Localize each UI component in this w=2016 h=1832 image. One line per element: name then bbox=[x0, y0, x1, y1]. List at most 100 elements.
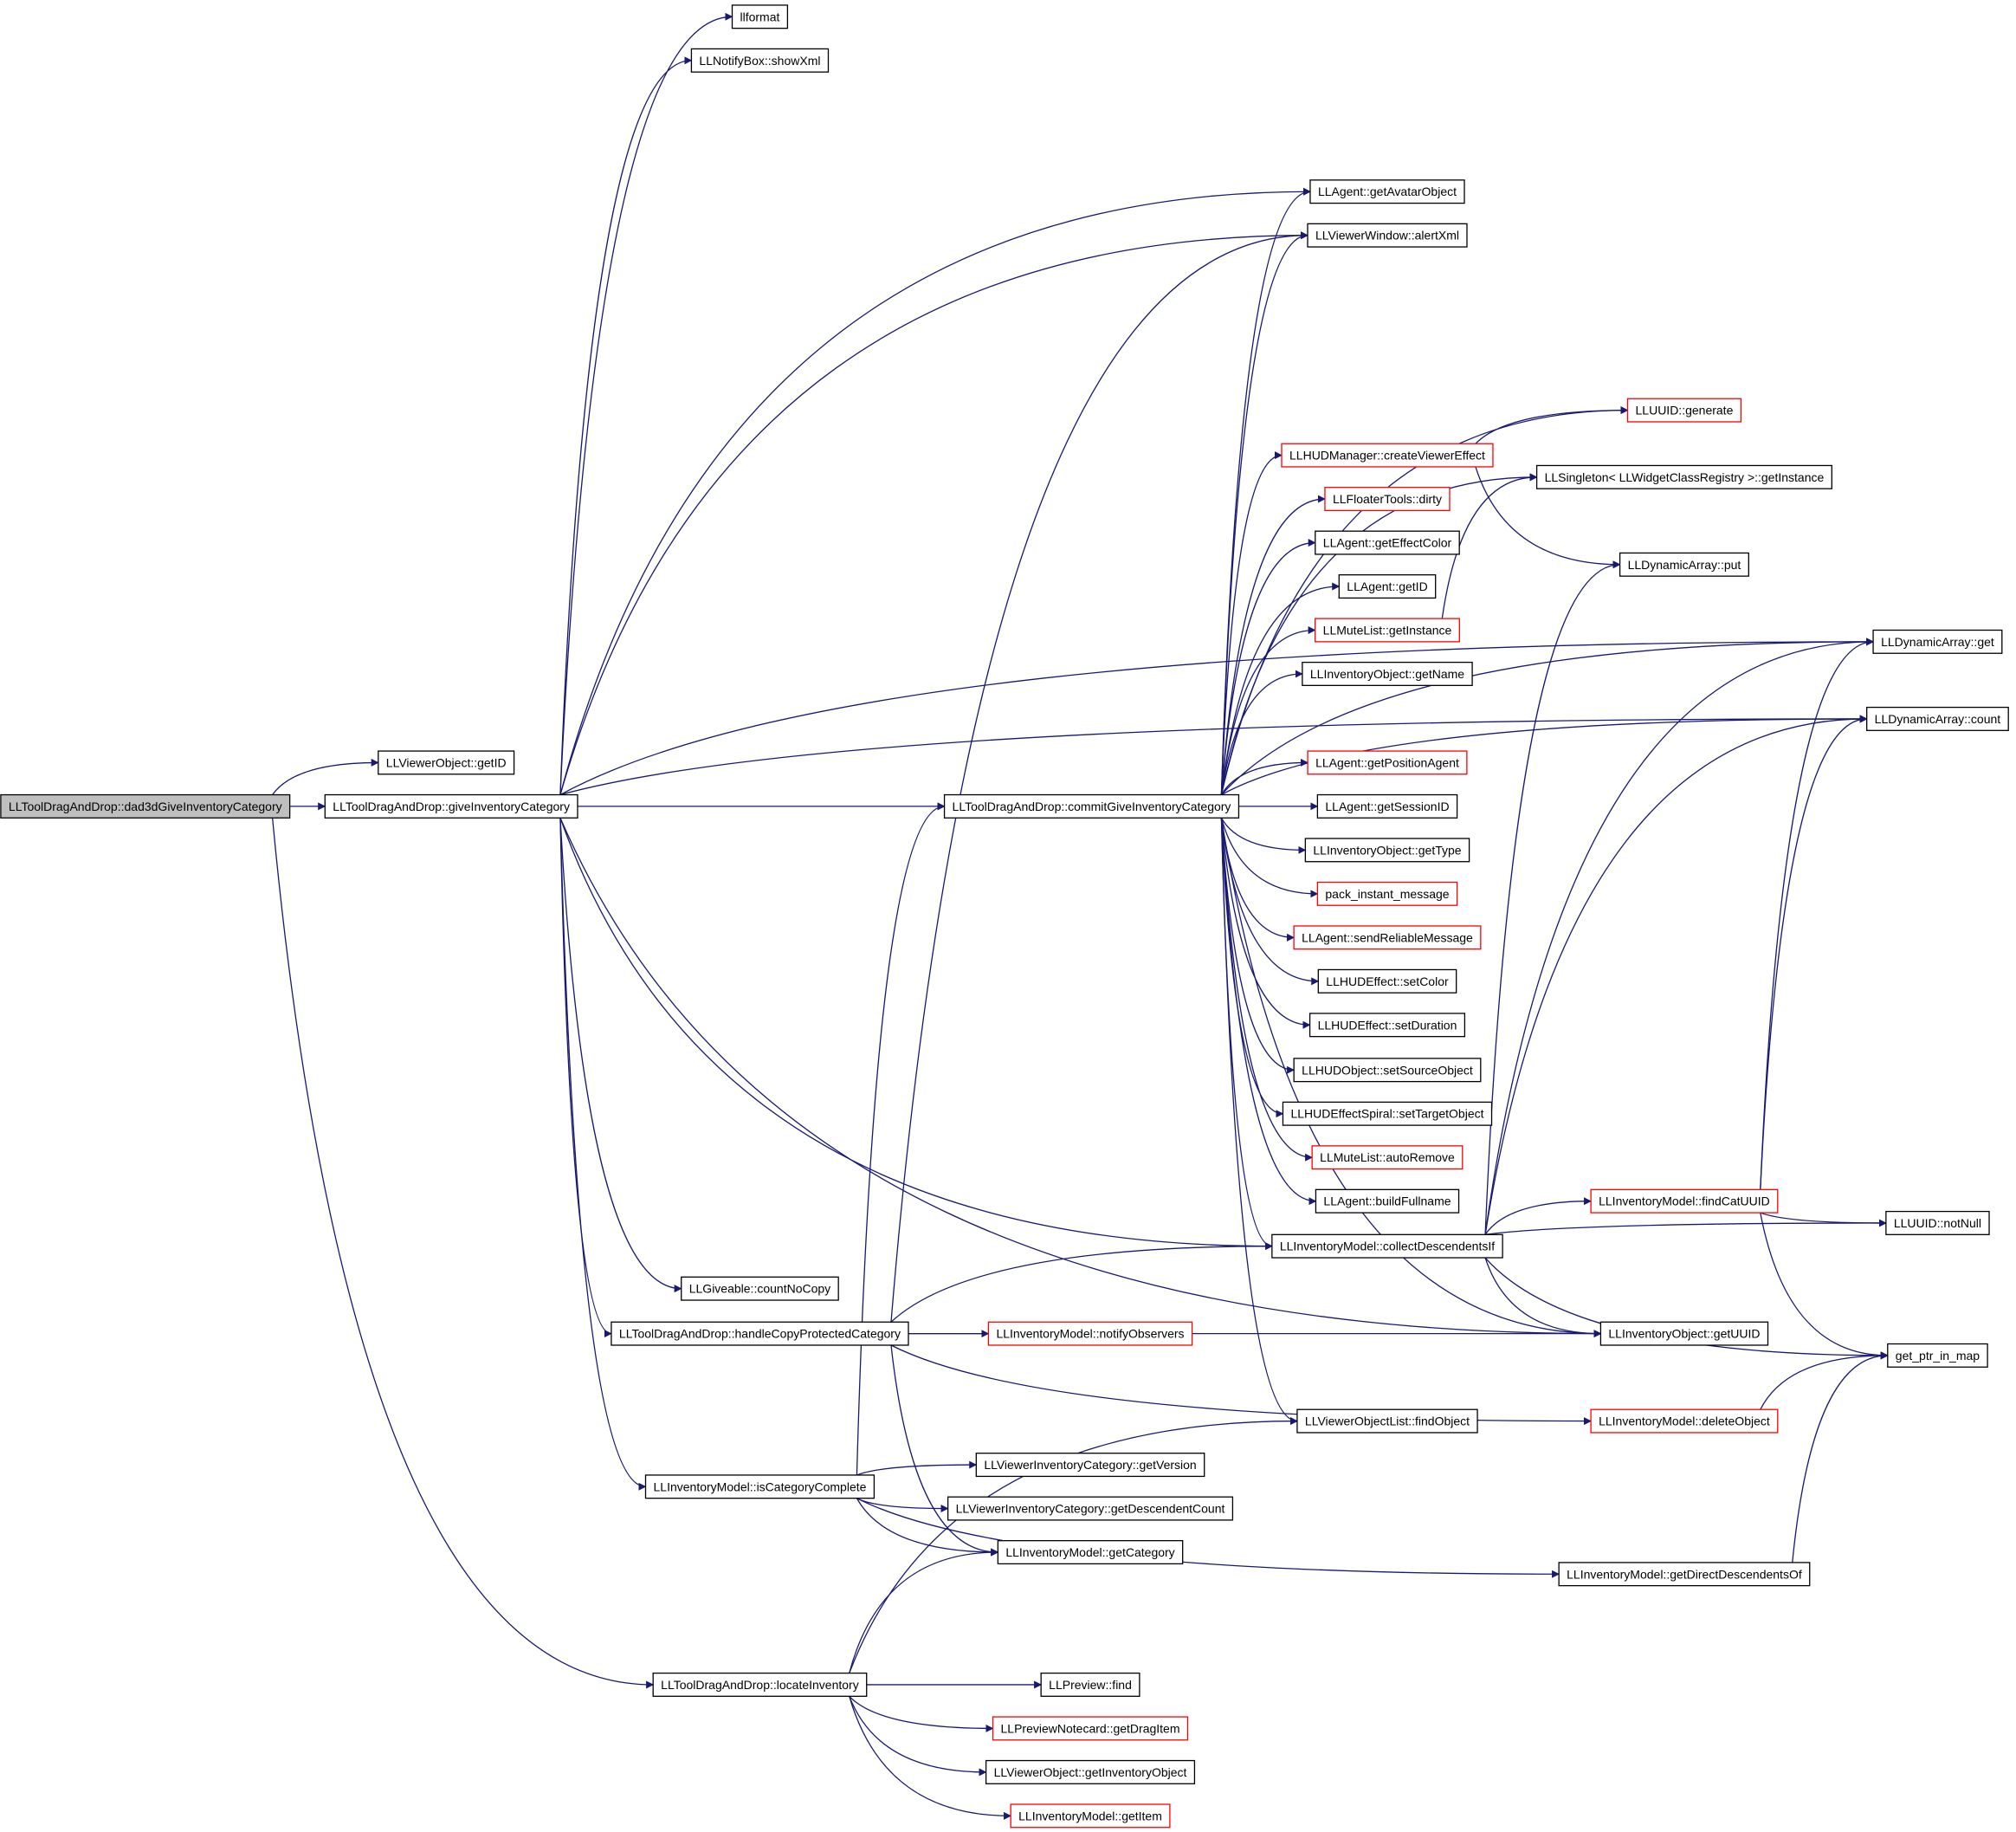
edge-give-to-notify bbox=[559, 56, 693, 795]
node-packMsg: pack_instant_message bbox=[1316, 881, 1458, 906]
node-label: LLInventoryModel::isCategoryComplete bbox=[654, 1479, 867, 1493]
node-box bbox=[644, 1474, 876, 1499]
edge-collect-to-dynPut bbox=[1484, 560, 1621, 1235]
node-label: LLInventoryModel::notifyObservers bbox=[996, 1327, 1184, 1341]
node-findObj: LLViewerObjectList::findObject bbox=[1296, 1408, 1478, 1434]
node-box bbox=[1887, 1343, 1988, 1368]
node-sendRel: LLAgent::sendReliableMessage bbox=[1293, 925, 1482, 950]
edge-give-to-llformat bbox=[559, 12, 733, 795]
edge-commit-to-muteInst bbox=[1220, 626, 1316, 795]
node-label: LLGiveable::countNoCopy bbox=[689, 1282, 830, 1296]
edge-directDesc-to-getPtr bbox=[1792, 1351, 1889, 1563]
node-label: LLDynamicArray::count bbox=[1875, 712, 2001, 726]
node-isComplete: LLInventoryModel::isCategoryComplete bbox=[644, 1474, 876, 1499]
node-label: LLDynamicArray::get bbox=[1881, 635, 1994, 649]
edge-commit-to-getName bbox=[1220, 670, 1303, 795]
node-label: LLDynamicArray::put bbox=[1628, 558, 1741, 572]
node-sessionID: LLAgent::getSessionID bbox=[1316, 793, 1458, 819]
edge-give-to-dynCount bbox=[559, 715, 1868, 796]
node-box bbox=[987, 1321, 1193, 1346]
node-label: LLInventoryObject::getName bbox=[1310, 667, 1464, 681]
node-label: LLMuteList::getInstance bbox=[1323, 624, 1452, 638]
node-box bbox=[1315, 1188, 1460, 1214]
node-agentGetID: LLAgent::getID bbox=[1338, 574, 1437, 599]
node-collect: LLInventoryModel::collectDescendentsIf bbox=[1271, 1233, 1503, 1259]
edge-handleCopy-to-collect bbox=[890, 1242, 1273, 1323]
edge-handleCopy-to-getCategory bbox=[890, 1344, 999, 1557]
node-singleton: LLSingleton< LLWidgetClassRegistry >::ge… bbox=[1535, 464, 1832, 489]
node-dynPut: LLDynamicArray::put bbox=[1619, 552, 1749, 577]
node-alertXml: LLViewerWindow::alertXml bbox=[1307, 223, 1468, 248]
node-label: LLInventoryObject::getUUID bbox=[1608, 1327, 1760, 1341]
node-findCat: LLInventoryModel::findCatUUID bbox=[1590, 1188, 1779, 1214]
node-label: LLAgent::buildFullname bbox=[1323, 1194, 1451, 1208]
node-label: LLInventoryModel::getCategory bbox=[1005, 1545, 1174, 1559]
node-posAgent: LLAgent::getPositionAgent bbox=[1307, 750, 1468, 775]
node-prevFind: LLPreview::find bbox=[1040, 1672, 1140, 1697]
node-getInvObj: LLViewerObject::getInventoryObject bbox=[985, 1759, 1196, 1784]
edge-handleCopy-to-delObj bbox=[890, 1344, 1593, 1426]
edge-findCat-to-dynCount bbox=[1760, 715, 1868, 1190]
edge-locate-to-getInvObj bbox=[849, 1696, 987, 1777]
node-label: LLUUID::notNull bbox=[1894, 1216, 1981, 1230]
node-label: LLAgent::getAvatarObject bbox=[1318, 184, 1457, 198]
call-edges bbox=[271, 12, 1889, 1820]
edge-commit-to-autoRemove bbox=[1220, 818, 1314, 1162]
edge-isComplete-to-descCount bbox=[856, 1498, 949, 1513]
node-label: LLInventoryModel::findCatUUID bbox=[1599, 1194, 1770, 1208]
edge-give-to-collect bbox=[559, 818, 1273, 1251]
node-label: LLAgent::getPositionAgent bbox=[1315, 755, 1459, 769]
edge-locate-to-getItem bbox=[849, 1696, 1012, 1820]
node-box bbox=[1315, 618, 1460, 643]
node-box bbox=[1311, 1145, 1464, 1170]
node-label: LLHUDEffect::setColor bbox=[1326, 974, 1449, 988]
node-box bbox=[1866, 706, 2009, 731]
node-label: LLInventoryObject::getType bbox=[1313, 843, 1461, 857]
edge-collect-to-getUUID bbox=[1484, 1257, 1602, 1338]
node-box bbox=[985, 1759, 1196, 1784]
node-box bbox=[1282, 1101, 1493, 1126]
edge-give-to-dynGet bbox=[559, 638, 1874, 796]
node-label: LLHUDEffect::setDuration bbox=[1318, 1018, 1457, 1032]
node-hudMgr: LLHUDManager::createViewerEffect bbox=[1281, 443, 1494, 468]
node-delObj: LLInventoryModel::deleteObject bbox=[1590, 1408, 1779, 1434]
edge-give-to-avatarObj bbox=[559, 187, 1311, 795]
edge-collect-to-dynCount bbox=[1484, 715, 1868, 1235]
edge-root-to-locate bbox=[271, 818, 655, 1689]
node-box bbox=[1338, 574, 1437, 599]
node-label: LLInventoryModel::getDirectDescendentsOf bbox=[1567, 1567, 1802, 1581]
node-box bbox=[1307, 223, 1468, 248]
node-getVersion: LLViewerInventoryCategory::getVersion bbox=[975, 1453, 1205, 1478]
node-uuidGen: LLUUID::generate bbox=[1626, 398, 1742, 423]
edge-commit-to-avatarObj bbox=[1220, 187, 1311, 795]
node-label: LLInventoryModel::collectDescendentsIf bbox=[1280, 1240, 1495, 1253]
node-label: LLToolDragAndDrop::handleCopyProtectedCa… bbox=[619, 1327, 901, 1341]
node-commit: LLToolDragAndDrop::commitGiveInventoryCa… bbox=[943, 793, 1240, 819]
edge-commit-to-hudMgr bbox=[1220, 451, 1283, 795]
node-box bbox=[1307, 750, 1468, 775]
node-notNull: LLUUID::notNull bbox=[1885, 1210, 1990, 1235]
node-llformat: llformat bbox=[731, 4, 789, 29]
node-box bbox=[690, 48, 830, 73]
node-box bbox=[947, 1496, 1234, 1521]
node-box bbox=[1293, 925, 1482, 950]
node-label: LLViewerWindow::alertXml bbox=[1315, 229, 1459, 243]
node-setSrc: LLHUDObject::setSourceObject bbox=[1293, 1058, 1482, 1083]
edge-findCat-to-notNull bbox=[1760, 1212, 1887, 1227]
node-label: LLHUDEffectSpiral::setTargetObject bbox=[1290, 1107, 1483, 1121]
node-handleCopy: LLToolDragAndDrop::handleCopyProtectedCa… bbox=[611, 1321, 909, 1346]
node-label: LLToolDragAndDrop::commitGiveInventoryCa… bbox=[953, 799, 1231, 813]
node-box bbox=[324, 793, 578, 819]
edge-collect-to-findCat bbox=[1484, 1197, 1593, 1235]
node-box bbox=[1558, 1562, 1811, 1587]
node-notifyObs: LLInventoryModel::notifyObservers bbox=[987, 1321, 1193, 1346]
edge-locate-to-findObj bbox=[849, 1417, 1298, 1673]
node-getType: LLInventoryObject::getType bbox=[1304, 838, 1470, 863]
node-box bbox=[1296, 1408, 1478, 1434]
node-locate: LLToolDragAndDrop::locateInventory bbox=[652, 1672, 868, 1697]
node-label: LLSingleton< LLWidgetClassRegistry >::ge… bbox=[1545, 470, 1825, 484]
node-descCount: LLViewerInventoryCategory::getDescendent… bbox=[947, 1496, 1234, 1521]
node-countNoCopy: LLGiveable::countNoCopy bbox=[681, 1276, 839, 1301]
node-box bbox=[997, 1540, 1184, 1565]
node-box bbox=[1309, 179, 1465, 204]
